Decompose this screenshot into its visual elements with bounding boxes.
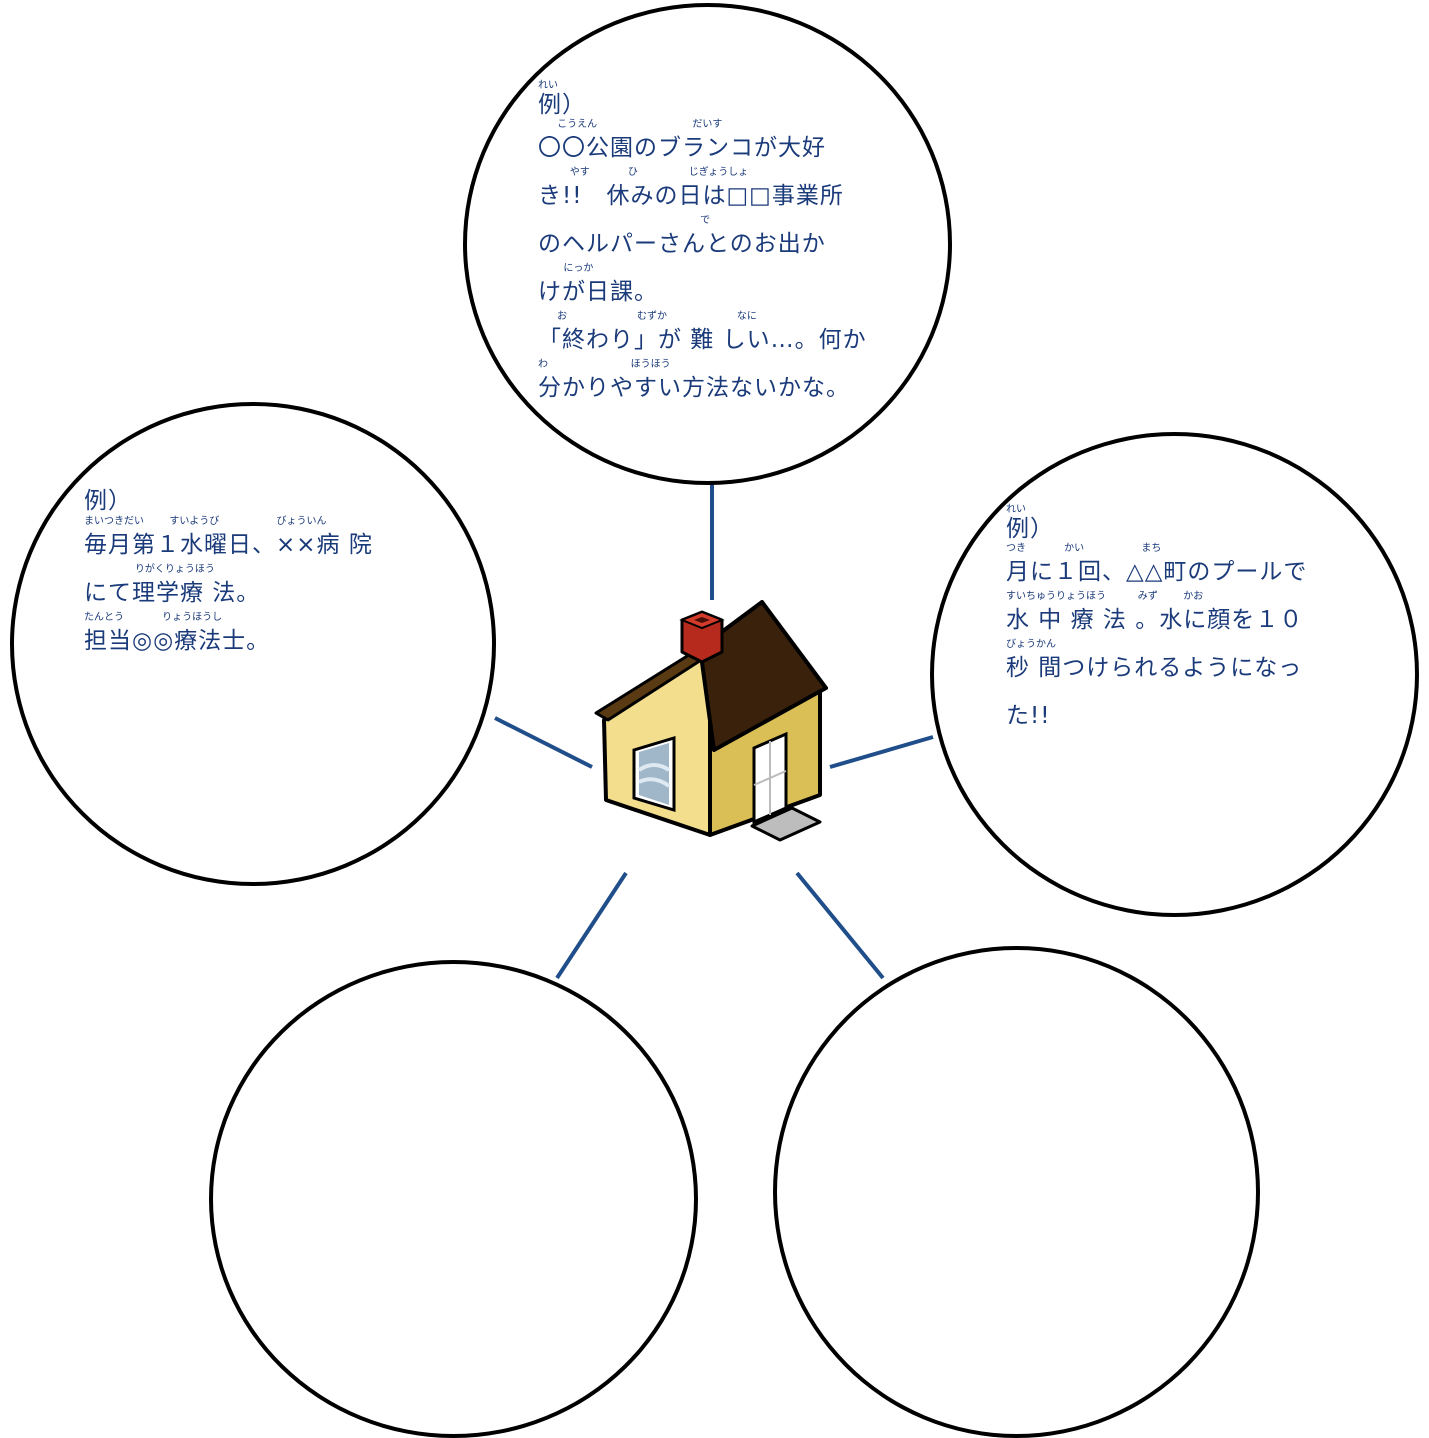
ruby: れい xyxy=(1006,504,1026,515)
note-line: けが日課。 xyxy=(538,279,658,305)
circle-bottom-left xyxy=(209,960,698,1438)
ruby xyxy=(1006,687,1307,698)
note-heading: 例） xyxy=(538,92,586,118)
connector-left xyxy=(494,716,593,769)
note-heading: 例） xyxy=(1006,516,1054,542)
note-line: 担当◎◎療法士。 xyxy=(84,628,271,654)
note-line: き!! 休みの日は□□事業所 xyxy=(538,183,844,209)
ruby: たんとう りょうほうし xyxy=(84,612,223,623)
connector-right xyxy=(829,735,934,769)
ruby: で xyxy=(538,215,711,226)
circle-top xyxy=(463,3,952,485)
ruby: すいちゅうりょうほう みず かお xyxy=(1006,591,1204,602)
note-line: 月に１回、△△町のプールで xyxy=(1006,559,1308,585)
ruby: わ ほうほう xyxy=(538,359,671,370)
ruby: れい xyxy=(538,80,558,91)
circle-right xyxy=(930,432,1419,917)
note-line: た!! xyxy=(1006,703,1051,729)
note-line: 分かりやすい方法ないかな。 xyxy=(538,375,850,401)
note-top: れい 例） こうえん だいす〇〇公園のブランコが大好 やす ひ じぎょうしょき!… xyxy=(538,80,867,407)
note-heading: 例） xyxy=(84,488,132,514)
note-right: れい 例） つき かい まち月に１回、△△町のプールですいちゅうりょうほう みず… xyxy=(1006,504,1307,735)
circle-left xyxy=(10,402,496,886)
ruby: やす ひ じぎょうしょ xyxy=(538,167,749,178)
circle-bottom-right xyxy=(773,946,1260,1438)
ruby: お むずか なに xyxy=(538,311,757,322)
ruby: びょうかん xyxy=(1006,639,1056,650)
note-lines: まいつきだい すいようび びょういん毎月第１水曜日、××病 院 りがくりょうほう… xyxy=(84,516,373,660)
ruby: つき かい まち xyxy=(1006,543,1162,554)
connector-bottom-left xyxy=(555,871,628,980)
note-line: のヘルパーさんとのお出か xyxy=(538,231,826,257)
note-line: 毎月第１水曜日、××病 院 xyxy=(84,532,373,558)
note-left: 例） まいつきだい すいようび びょういん毎月第１水曜日、××病 院 りがくりょ… xyxy=(84,486,373,660)
ruby: りがくりょうほう xyxy=(84,564,215,575)
note-line: 〇〇公園のブランコが大好 xyxy=(538,135,826,161)
note-line: 秒 間つけられるようになっ xyxy=(1006,655,1303,681)
note-line: 水 中 療 法 。水に顔を１０ xyxy=(1006,607,1304,633)
note-lines: つき かい まち月に１回、△△町のプールですいちゅうりょうほう みず かお水 中… xyxy=(1006,543,1307,735)
note-line: 「終わり」が 難 しい…。何か xyxy=(538,327,867,353)
note-lines: こうえん だいす〇〇公園のブランコが大好 やす ひ じぎょうしょき!! 休みの日… xyxy=(538,119,867,407)
connector-bottom-right xyxy=(795,871,885,980)
ruby: こうえん だいす xyxy=(538,119,723,130)
house-icon xyxy=(594,600,828,842)
note-line: にて理学療 法。 xyxy=(84,580,261,606)
ruby: にっか xyxy=(538,263,594,274)
ruby: まいつきだい すいようび びょういん xyxy=(84,516,327,527)
